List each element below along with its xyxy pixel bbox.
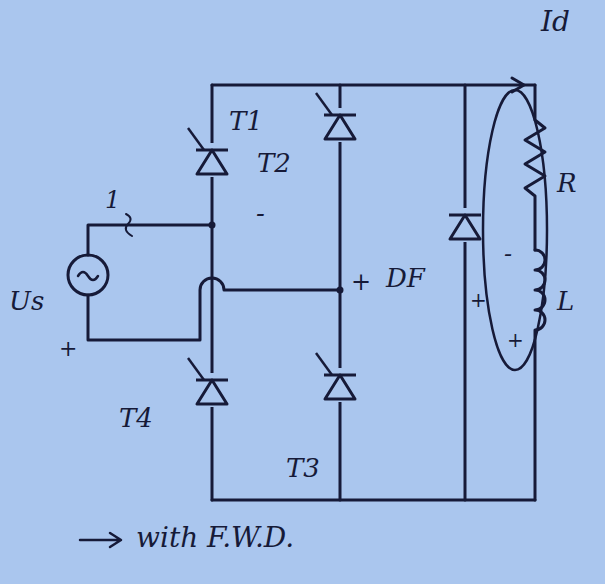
current-mark-label: 1 [104,188,121,212]
thyristor-label: T4 [118,405,154,431]
ac-source [68,255,108,295]
current-mark [126,214,132,236]
polarity-sign: + [350,270,372,294]
ac-source [78,272,98,280]
source-wire [88,225,212,255]
current-loop [483,90,547,370]
resistor-label: R [556,170,578,196]
polarity-sign: + [58,338,78,360]
source-label: Us [8,288,45,314]
thyristor-label: T2 [256,150,292,176]
bottom-rail [212,499,535,502]
polarity-sign: + [506,330,525,350]
polarity-sign: + [469,290,488,310]
diode-label: DF [385,265,426,291]
resistor-symbol [525,85,545,250]
source-wire [88,278,340,340]
polarity-sign: - [255,200,266,226]
top-rail [212,84,535,87]
thyristor-label: T1 [228,108,264,134]
polarity-sign: - [503,242,513,266]
diode-branch [464,85,467,500]
caption-note: with F.W.D. [135,524,295,552]
current-label: Id [540,8,571,36]
thyristor-label: T3 [285,455,321,481]
inductor-label: L [556,288,575,314]
caption-arrow [80,533,121,547]
